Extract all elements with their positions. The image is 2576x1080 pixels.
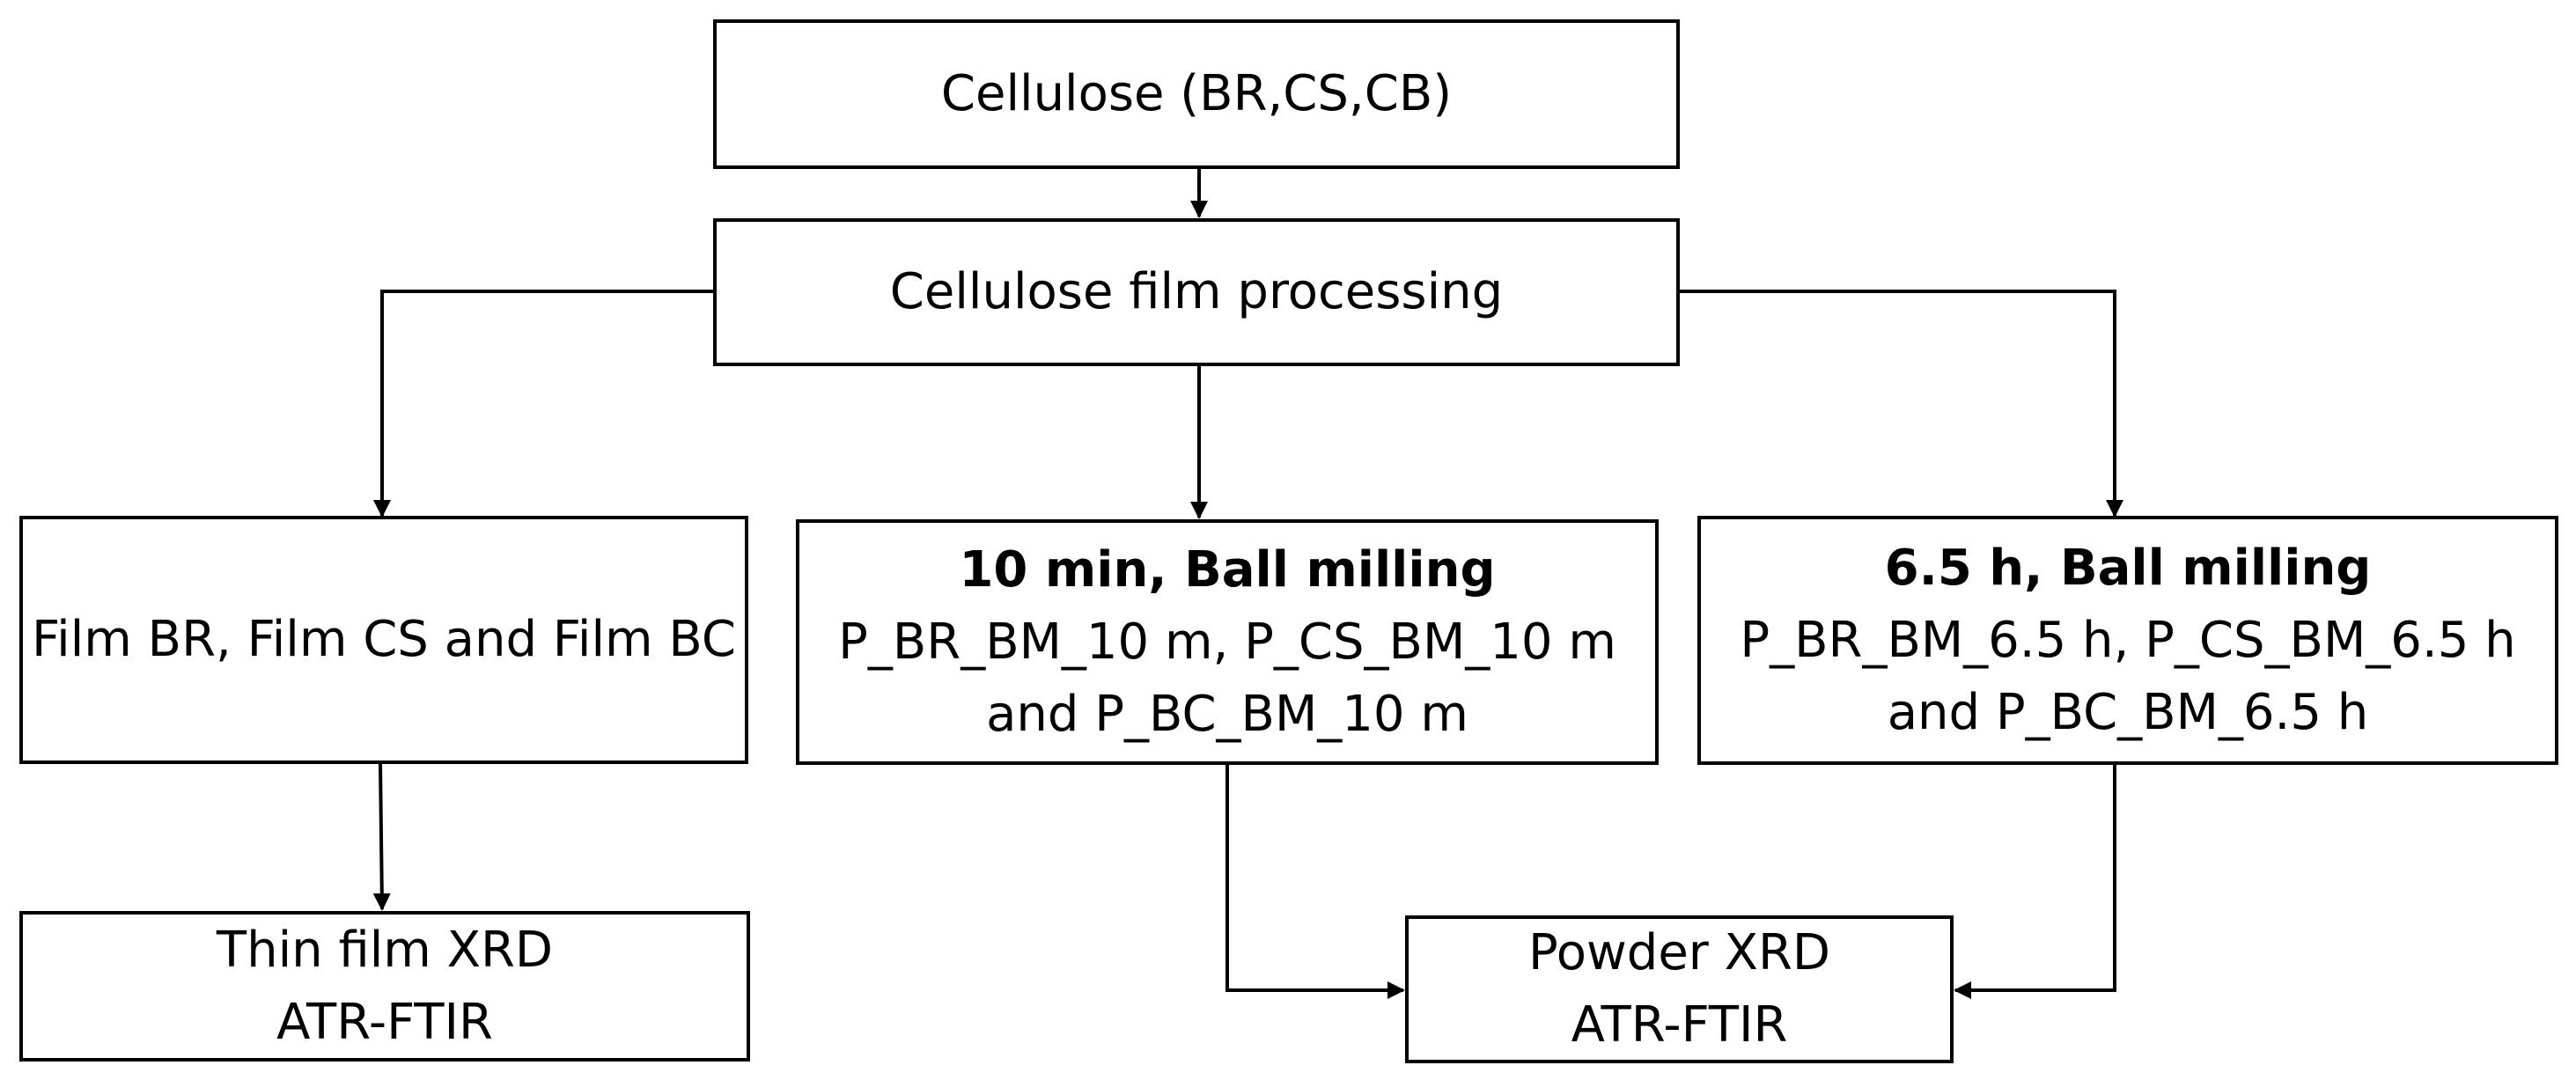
edge-processing-to-films <box>373 290 713 518</box>
ball-milling-10min-node: 10 min, Ball milling P_BR_BM_10 m, P_CS_… <box>796 519 1659 765</box>
thin-film-analysis-line-2: ATR-FTIR <box>276 993 493 1051</box>
ball-milling-10min-heading: 10 min, Ball milling <box>959 540 1496 599</box>
films-node: Film BR, Film CS and Film BC <box>19 516 748 764</box>
ball-milling-10min-line-1: P_BR_BM_10 m, P_CS_BM_10 m <box>838 613 1616 671</box>
film-processing-node-label: Cellulose film processing <box>889 263 1504 320</box>
thin-film-analysis-node: Thin film XRD ATR-FTIR <box>19 911 750 1062</box>
edge-ball-6h-to-powder <box>1954 763 2116 999</box>
ball-milling-10min-line-2: and P_BC_BM_10 m <box>986 685 1468 743</box>
ball-milling-6h-heading: 6.5 h, Ball milling <box>1884 539 2372 597</box>
cellulose-node-label: Cellulose (BR,CS,CB) <box>940 65 1453 122</box>
edge-films-to-thin-film <box>372 761 391 911</box>
cellulose-node: Cellulose (BR,CS,CB) <box>713 19 1680 169</box>
powder-analysis-line-2: ATR-FTIR <box>1571 996 1788 1054</box>
edge-processing-to-ball-6h <box>1680 290 2123 518</box>
film-processing-node: Cellulose film processing <box>713 218 1680 366</box>
ball-milling-6h-node: 6.5 h, Ball milling P_BR_BM_6.5 h, P_CS_… <box>1697 516 2558 765</box>
powder-analysis-line-1: Powder XRD <box>1527 924 1831 981</box>
powder-analysis-node: Powder XRD ATR-FTIR <box>1405 915 1954 1063</box>
ball-milling-6h-line-1: P_BR_BM_6.5 h, P_CS_BM_6.5 h <box>1740 611 2516 669</box>
ball-milling-6h-line-2: and P_BC_BM_6.5 h <box>1887 683 2369 741</box>
edge-ball-10min-to-powder <box>1225 763 1405 999</box>
films-node-label: Film BR, Film CS and Film BC <box>32 611 736 668</box>
thin-film-analysis-line-1: Thin film XRD <box>216 921 554 979</box>
